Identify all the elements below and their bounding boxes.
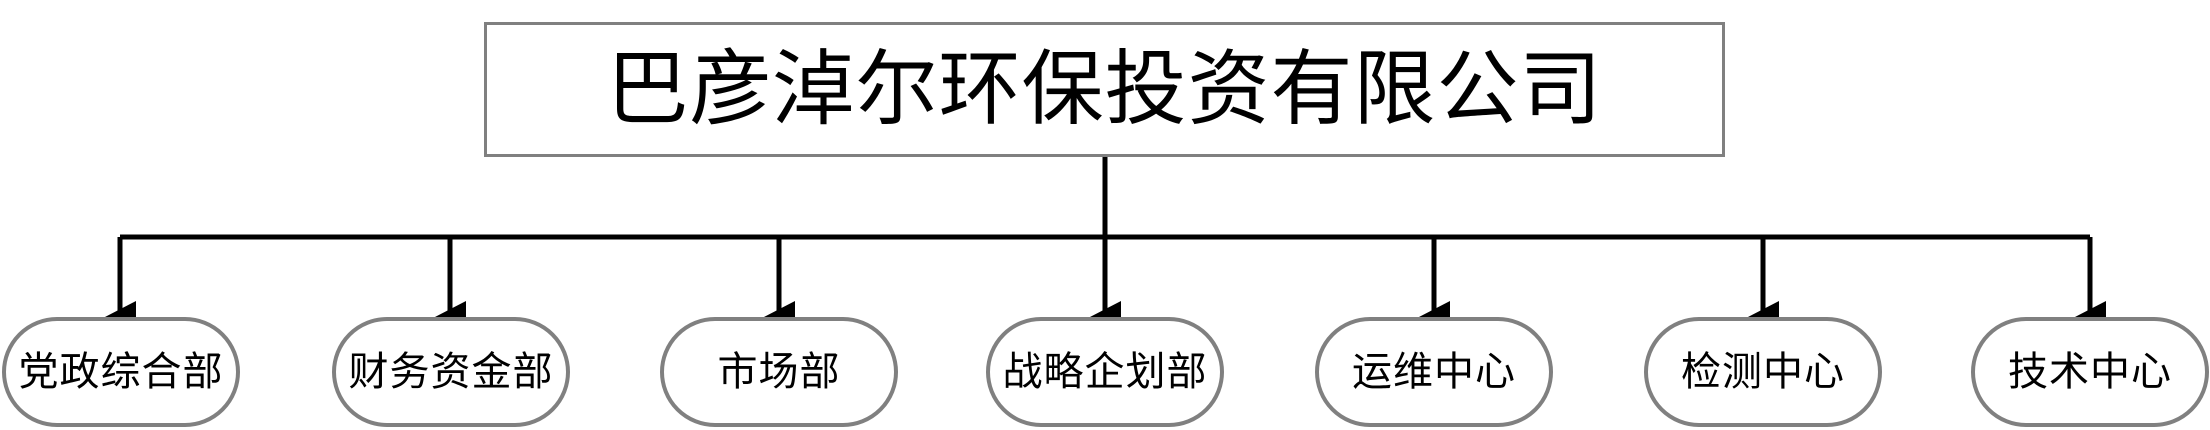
org-node-department-label: 技术中心 (2008, 350, 2172, 394)
org-node-department[interactable]: 战略企划部 (986, 317, 1224, 427)
org-node-department-label: 运维中心 (1352, 350, 1516, 394)
org-node-department-label: 战略企划部 (1002, 350, 1208, 394)
org-node-department[interactable]: 党政综合部 (2, 317, 240, 427)
org-node-department[interactable]: 运维中心 (1315, 317, 1553, 427)
org-node-department[interactable]: 检测中心 (1644, 317, 1882, 427)
org-node-root-label: 巴彦淖尔环保投资有限公司 (606, 43, 1603, 135)
org-node-department-label: 党政综合部 (18, 350, 224, 394)
org-node-department-label: 检测中心 (1681, 350, 1845, 394)
org-node-department[interactable]: 技术中心 (1971, 317, 2209, 427)
org-node-department[interactable]: 财务资金部 (332, 317, 570, 427)
org-node-department[interactable]: 市场部 (660, 317, 898, 427)
org-node-department-label: 财务资金部 (348, 350, 554, 394)
org-node-department-label: 市场部 (717, 350, 841, 394)
org-node-root[interactable]: 巴彦淖尔环保投资有限公司 (484, 22, 1725, 157)
